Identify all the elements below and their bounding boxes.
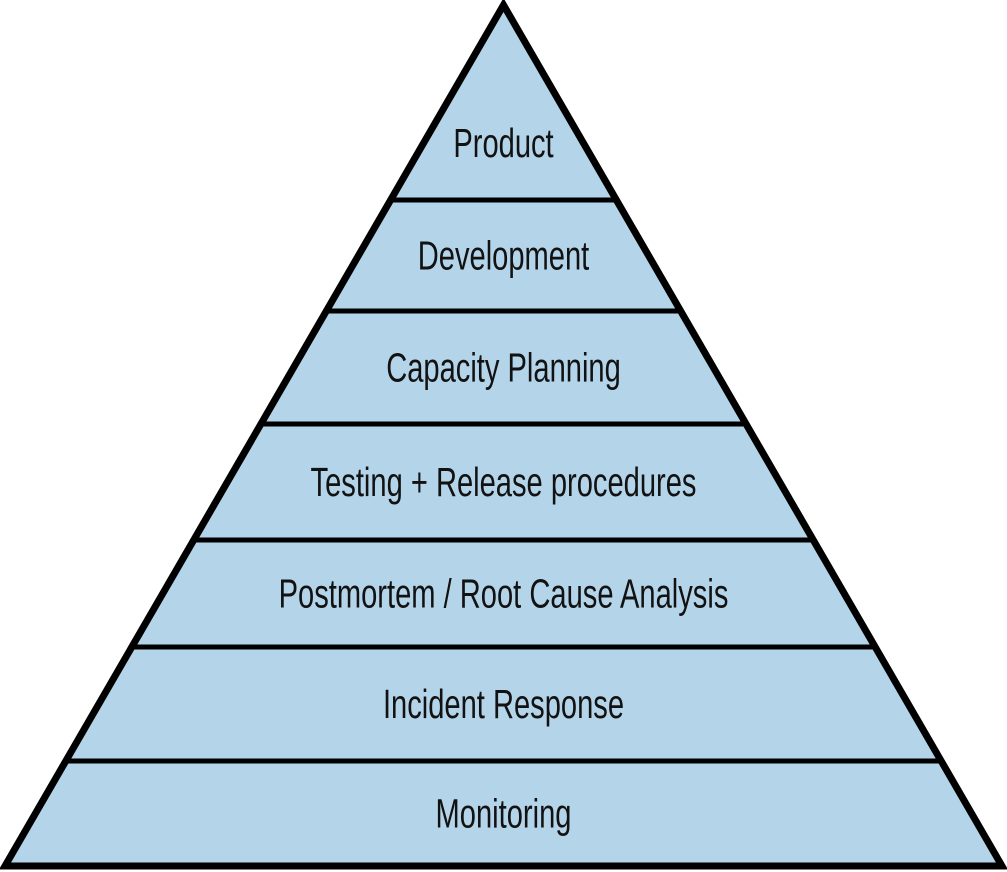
pyramid-layer-label: Monitoring [436,791,572,837]
pyramid-layer-label: Development [418,233,590,279]
pyramid-layer-label: Incident Response [383,681,624,727]
pyramid-layer-label: Testing + Release procedures [311,459,697,505]
pyramid-layer-label: Postmortem / Root Cause Analysis [279,571,729,617]
pyramid-layer-label: Capacity Planning [386,345,621,391]
pyramid-layer-label: Product [453,120,554,166]
